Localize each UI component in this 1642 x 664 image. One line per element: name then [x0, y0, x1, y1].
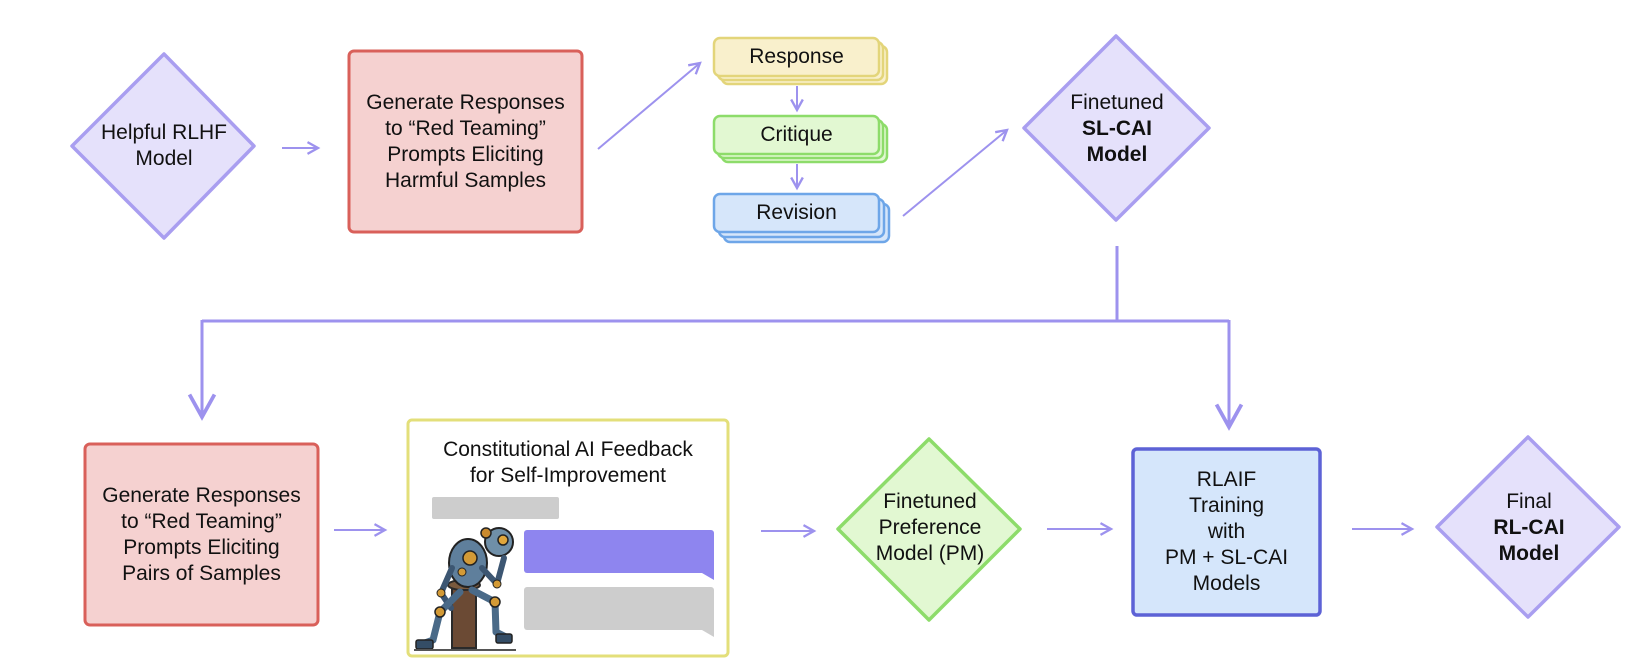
generate-pairs-line-1: Generate Responses	[102, 483, 301, 507]
rlaif-line-5: Models	[1192, 572, 1261, 595]
generate-pairs-line-4: Pairs of Samples	[122, 561, 281, 585]
pm-line-3: Model (PM)	[875, 542, 985, 565]
generate-harmful-line-1: Generate Responses	[366, 90, 565, 114]
generate-pairs-box	[83, 442, 320, 627]
rl-cai-diamond	[1435, 435, 1621, 619]
rlaif-line-1: RLAIF	[1196, 468, 1257, 491]
helpful-rlhf-line-2: Model	[135, 147, 193, 170]
sl-cai-line-3: Model	[1086, 143, 1148, 166]
response-stack	[712, 36, 889, 86]
revision-label: Revision	[756, 201, 837, 224]
generate-harmful-line-4: Harmful Samples	[384, 168, 547, 192]
rlaif-line-4: PM + SL-CAI	[1164, 546, 1289, 569]
chat-bubble-purple	[524, 530, 714, 573]
generate-pairs-line-2: to “Red Teaming”	[121, 509, 282, 533]
chat-bubble-gray	[524, 587, 714, 630]
generate-harmful-line-2: to “Red Teaming”	[385, 116, 546, 140]
cai-feedback-title: Constitutional AI Feedback for Self-Impr…	[408, 436, 728, 490]
arrow-revision-to-slcai	[902, 130, 1007, 217]
response-label: Response	[749, 45, 844, 68]
generate-pairs-label: Generate Responses to “Red Teaming” Prom…	[85, 444, 318, 625]
helpful-rlhf-diamond	[70, 52, 256, 240]
rlaif-line-3: with	[1207, 520, 1246, 543]
sl-cai-line-1: Finetuned	[1070, 91, 1164, 114]
pm-diamond	[836, 437, 1022, 622]
sl-cai-label: Finetuned SL-CAI Model	[1024, 90, 1210, 168]
rlaif-line-2: Training	[1188, 494, 1265, 517]
helpful-rlhf-line-1: Helpful RLHF	[100, 121, 228, 144]
pm-line-2: Preference	[878, 516, 982, 539]
pm-line-1: Finetuned	[883, 490, 977, 513]
critique-label: Critique	[760, 123, 833, 146]
rl-cai-label: Final RL-CAI Model	[1437, 488, 1621, 568]
arrow-generate-to-response	[597, 63, 700, 150]
critique-stack	[712, 114, 889, 164]
sl-cai-diamond	[1022, 34, 1211, 222]
rl-cai-line-3: Model	[1498, 542, 1560, 565]
generate-pairs-line-3: Prompts Eliciting	[123, 535, 280, 559]
revision-stack	[712, 192, 891, 244]
rlaif-label: RLAIF Training with PM + SL-CAI Models	[1133, 449, 1320, 615]
rl-cai-line-1: Final	[1506, 490, 1552, 513]
chat-bubble-purple-tail	[702, 562, 714, 580]
pm-label: Finetuned Preference Model (PM)	[838, 488, 1022, 568]
rlaif-box	[1131, 447, 1322, 617]
generate-harmful-line-3: Prompts Eliciting	[387, 142, 544, 166]
cai-feedback-line-1: Constitutional AI Feedback	[443, 438, 693, 461]
generate-harmful-label: Generate Responses to “Red Teaming” Prom…	[349, 51, 582, 232]
helpful-rlhf-label: Helpful RLHF Model	[72, 104, 256, 188]
rl-cai-line-2: RL-CAI	[1493, 516, 1565, 539]
sl-cai-line-2: SL-CAI	[1082, 117, 1152, 140]
thinker-robot-icon	[414, 527, 516, 651]
chat-bubble-top-gray	[432, 497, 559, 519]
cai-feedback-line-2: for Self-Improvement	[469, 464, 667, 487]
generate-harmful-box	[347, 49, 584, 234]
chat-bubble-gray-tail	[702, 619, 714, 637]
